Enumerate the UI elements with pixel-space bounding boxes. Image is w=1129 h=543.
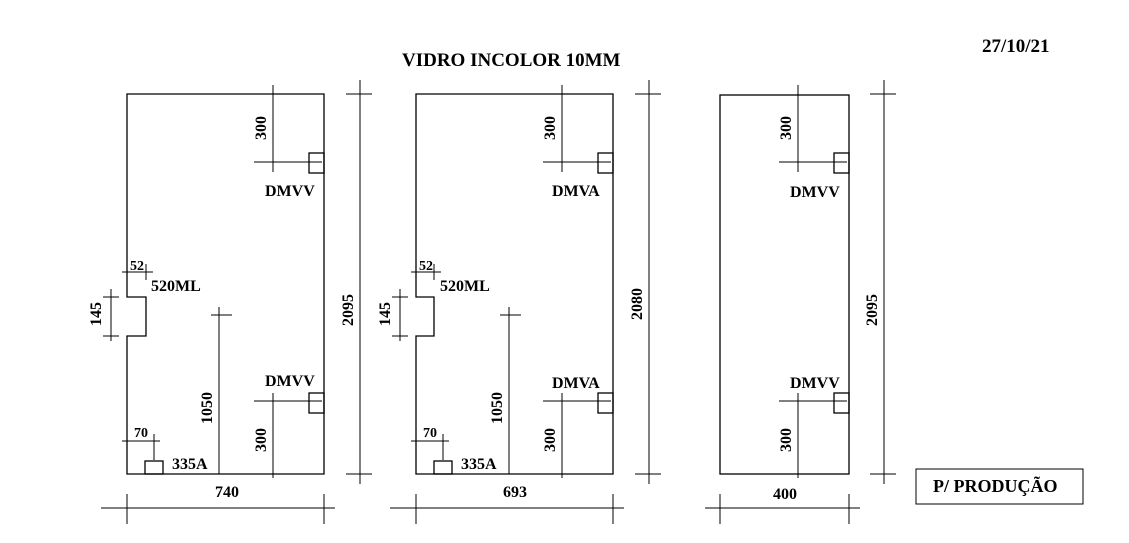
panel-2-bottom-offset: 300 bbox=[542, 428, 559, 452]
panel-2-top-fitting bbox=[597, 152, 614, 174]
panel-2-width: 693 bbox=[503, 484, 527, 501]
panel-2-latch-offset: 70 bbox=[423, 426, 437, 441]
panel-1-height: 2095 bbox=[340, 294, 357, 326]
panel-3-top-fitting-label: DMVV bbox=[790, 184, 840, 201]
panel-1-width: 740 bbox=[215, 484, 239, 501]
panel-2-lock-label: 520ML bbox=[440, 278, 490, 295]
panel-1-latch-offset: 70 bbox=[134, 426, 148, 441]
panel-2-latch bbox=[433, 460, 453, 475]
panel-1-bottom-offset: 300 bbox=[253, 428, 270, 452]
production-stamp-box bbox=[915, 468, 1084, 505]
panel-1-lock-label: 520ML bbox=[151, 278, 201, 295]
panel-1-lock-offset: 52 bbox=[130, 259, 144, 274]
panel-1-latch bbox=[144, 460, 164, 475]
panel-1-lock-height: 145 bbox=[88, 302, 105, 326]
panel-2-bottom-fitting-label: DMVA bbox=[552, 375, 600, 392]
drawing-title: VIDRO INCOLOR 10MM bbox=[402, 50, 621, 71]
panel-2-height: 2080 bbox=[629, 288, 646, 320]
panel-3-top-fitting bbox=[833, 152, 850, 174]
panel-1-outline bbox=[126, 93, 325, 475]
panel-2: 300 DMVA DMVA 300 52 520ML 145 1050 70 3… bbox=[377, 80, 661, 524]
panel-2-lock-height: 145 bbox=[377, 302, 394, 326]
panel-2-outline bbox=[415, 93, 614, 475]
production-stamp: P/ PRODUÇÃO bbox=[915, 468, 1084, 505]
panel-1-bottom-fitting-label: DMVV bbox=[265, 373, 315, 390]
panel-3-bottom-offset: 300 bbox=[778, 428, 795, 452]
panel-2-latch-label: 335A bbox=[461, 456, 497, 473]
panel-1-top-offset: 300 bbox=[253, 116, 270, 140]
panel-3-outline bbox=[719, 94, 850, 475]
panel-2-handle-height: 1050 bbox=[489, 392, 506, 424]
production-stamp-label: P/ PRODUÇÃO bbox=[933, 475, 1058, 496]
panel-2-bottom-fitting bbox=[597, 392, 614, 414]
panel-1-bottom-fitting bbox=[308, 392, 325, 414]
panel-1-top-fitting-label: DMVV bbox=[265, 183, 315, 200]
panel-3-bottom-fitting bbox=[833, 392, 850, 414]
panel-3-height: 2095 bbox=[864, 294, 881, 326]
drawing-date: 27/10/21 bbox=[982, 36, 1050, 57]
panel-2-lock-offset: 52 bbox=[419, 259, 433, 274]
panel-1-handle-height: 1050 bbox=[199, 392, 216, 424]
panel-2-top-fitting-label: DMVA bbox=[552, 183, 600, 200]
panel-3-width: 400 bbox=[773, 486, 797, 503]
panel-3-top-offset: 300 bbox=[778, 116, 795, 140]
panel-3: 300 DMVV DMVV 300 2095 400 bbox=[705, 80, 896, 524]
panel-1-latch-label: 335A bbox=[172, 456, 208, 473]
panel-1-top-fitting bbox=[308, 152, 325, 174]
panel-1: 300 DMVV DMVV 300 52 520ML 145 1050 70 3… bbox=[88, 80, 372, 524]
panel-2-top-offset: 300 bbox=[542, 116, 559, 140]
panel-3-bottom-fitting-label: DMVV bbox=[790, 375, 840, 392]
